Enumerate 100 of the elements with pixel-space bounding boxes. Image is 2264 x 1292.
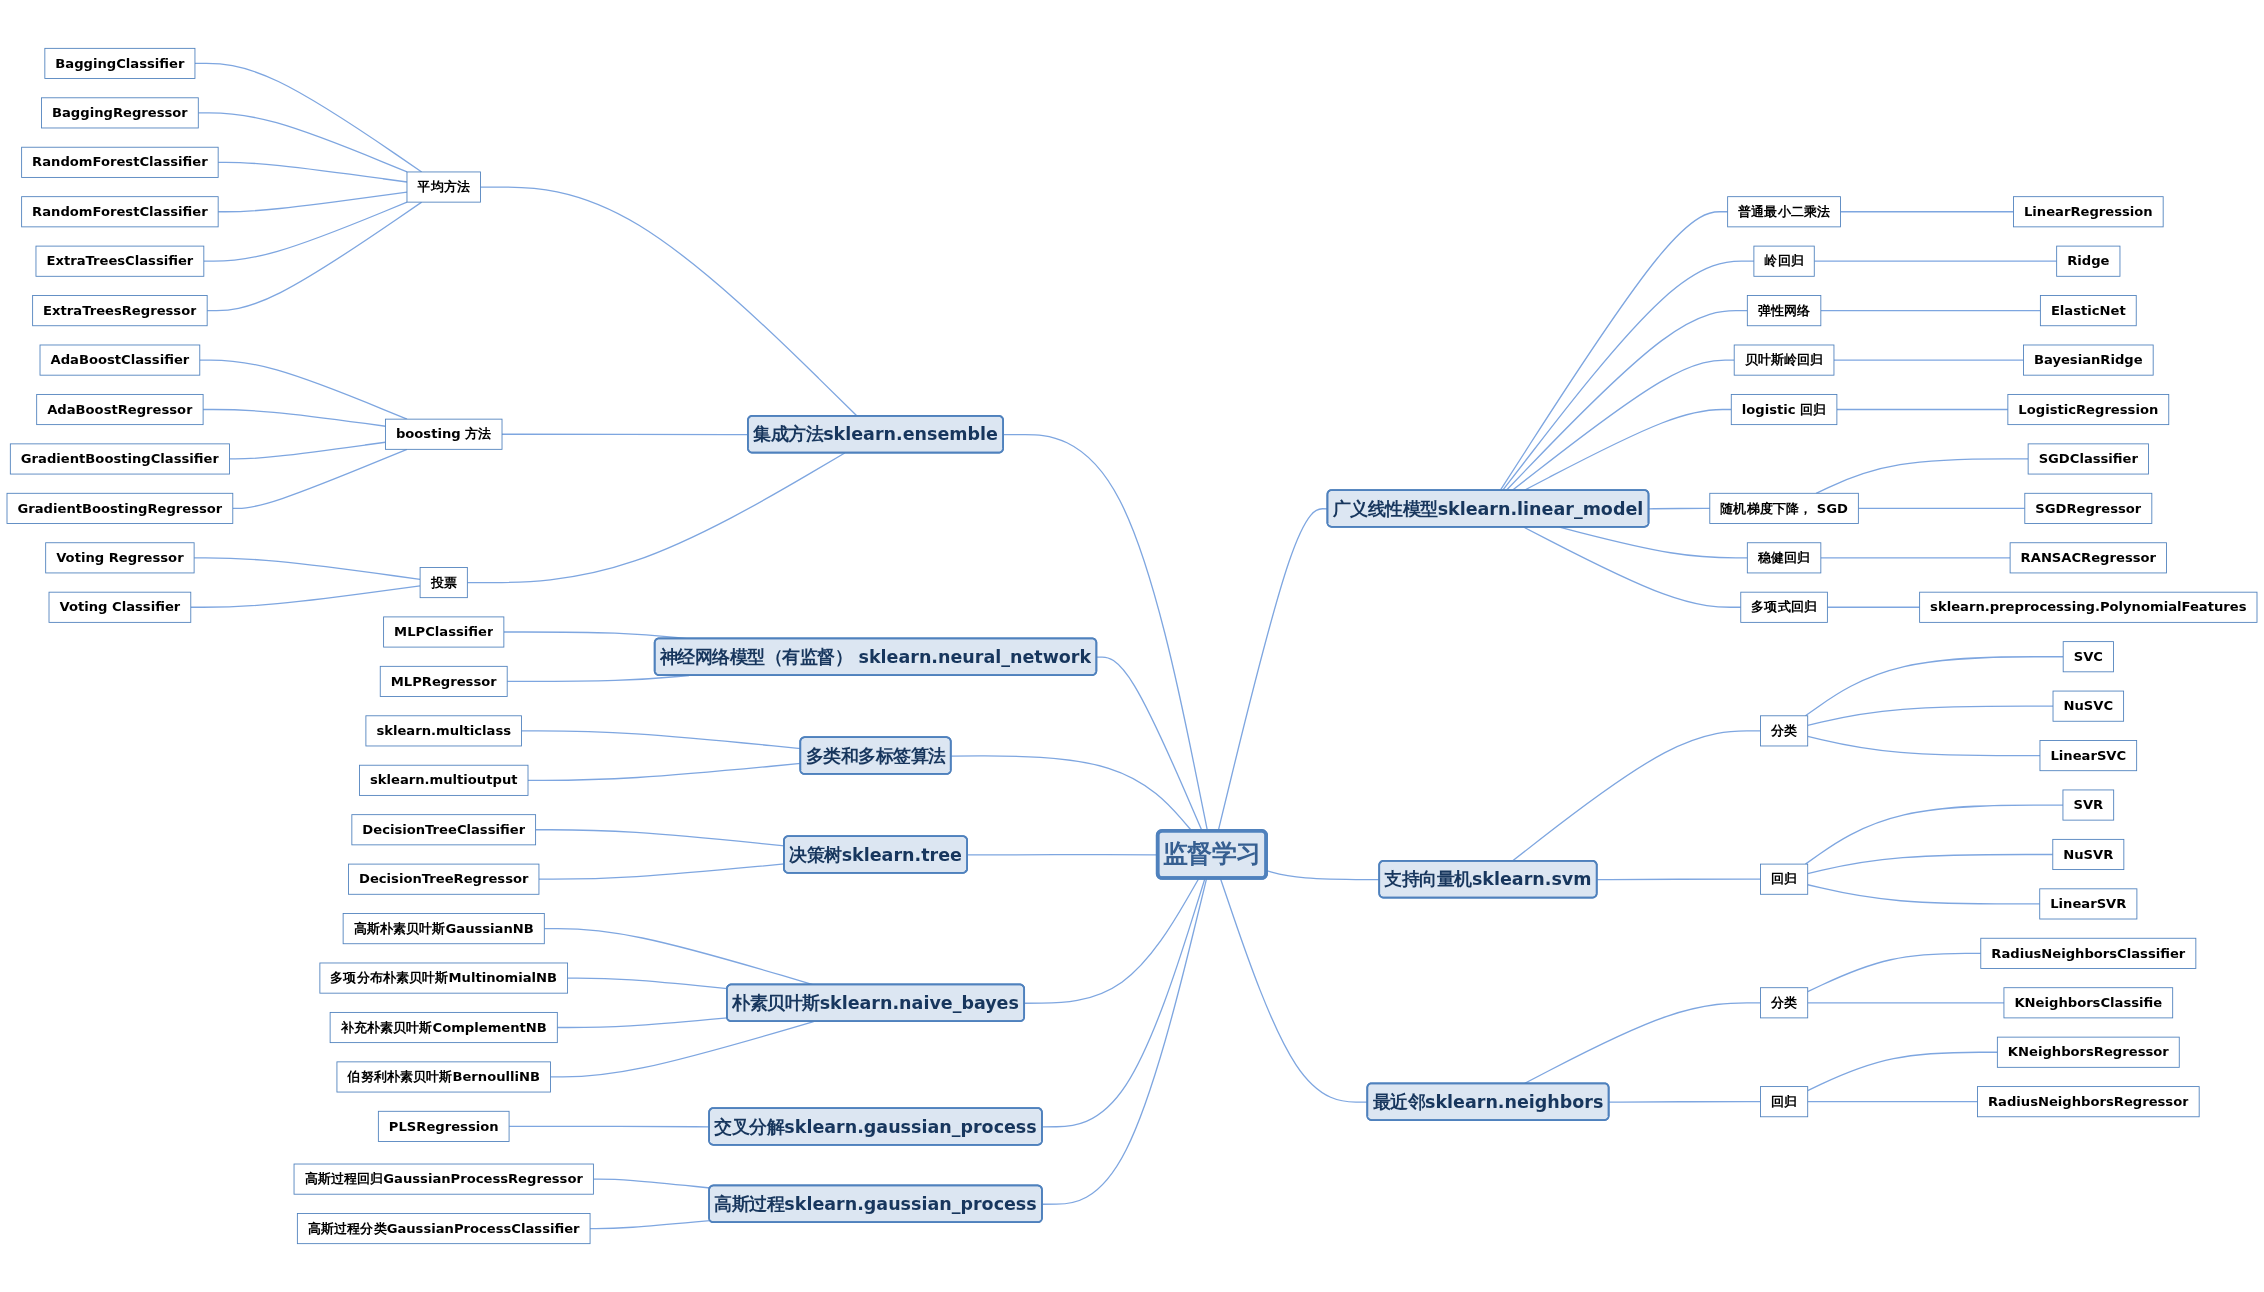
connector — [1807, 853, 2054, 875]
node-box: 伯努利朴素贝叶斯BernoulliNB — [336, 1061, 551, 1093]
node-box: AdaBoostClassifier — [39, 344, 201, 376]
connector — [199, 359, 408, 420]
connector — [1857, 507, 2026, 510]
connector — [190, 585, 421, 608]
connector — [479, 186, 858, 417]
connector — [1505, 310, 1748, 492]
node-box: RandomForestClassifier — [21, 146, 219, 178]
node-box: 分类 — [1760, 715, 1809, 747]
connector — [1804, 804, 2064, 865]
node-box: 稳健回归 — [1746, 542, 1822, 574]
node-box: sklearn.multioutput — [359, 764, 529, 796]
node-box: LinearRegression — [2013, 196, 2164, 228]
node-box: 贝叶斯岭回归 — [1733, 344, 1835, 376]
node-box: Ridge — [2056, 245, 2121, 277]
node-box: LogisticRegression — [2007, 394, 2170, 426]
connector — [206, 201, 423, 312]
node-box: ElasticNet — [2039, 295, 2137, 327]
node-box: 回归 — [1760, 863, 1809, 895]
node-box: 弹性网络 — [1746, 295, 1822, 327]
node-box: KNeighborsClassifie — [2003, 987, 2174, 1019]
connector — [466, 452, 846, 584]
connector — [1820, 557, 2011, 559]
node-box: GradientBoostingClassifier — [9, 443, 230, 475]
node-box: 平均方法 — [406, 171, 481, 203]
node-box: RandomForestClassifier — [21, 196, 219, 228]
node-box: 分类 — [1760, 987, 1809, 1019]
node-box: 补充朴素贝叶斯ComplementNB — [329, 1011, 558, 1044]
node-box: MLPClassifier — [383, 616, 505, 648]
node-box: ExtraTreesRegressor — [32, 295, 208, 327]
connector — [1501, 260, 1755, 492]
connector — [1807, 952, 1982, 993]
connector — [589, 1219, 711, 1230]
connector — [1523, 408, 1732, 492]
node-box: 岭回归 — [1753, 245, 1815, 277]
node-box: Voting Regressor — [45, 542, 195, 574]
connector — [592, 1178, 711, 1189]
node-box: 回归 — [1760, 1086, 1809, 1118]
node-box: 随机梯度下降， SGD — [1709, 492, 1859, 524]
node-box: BayesianRidge — [2023, 344, 2154, 376]
connector — [1836, 408, 2009, 411]
node-box: Voting Classifier — [48, 591, 192, 623]
connector — [194, 62, 423, 173]
node-box: ExtraTreesClassifier — [35, 245, 205, 277]
node-box: DecisionTreeClassifier — [351, 814, 537, 846]
node-box: 多项分布朴素贝叶斯MultinomialNB — [319, 962, 569, 994]
connector — [1815, 458, 2029, 494]
connector — [1807, 1051, 1998, 1092]
connector — [1596, 878, 1762, 881]
node-box: logistic 回归 — [1730, 394, 1838, 426]
connector — [1807, 705, 2054, 726]
node-box: SGDRegressor — [2024, 492, 2153, 524]
node-box: AdaBoostRegressor — [36, 394, 204, 426]
connector — [228, 441, 387, 460]
node-box: SGDClassifier — [2027, 443, 2149, 475]
connector — [1648, 507, 1711, 510]
node-box: 高斯过程回归GaussianProcessRegressor — [293, 1163, 594, 1195]
connector — [1804, 656, 2064, 717]
node-box: SVR — [2062, 789, 2115, 821]
connector — [1499, 211, 1729, 492]
node-box: SVC — [2062, 641, 2114, 673]
connector — [193, 557, 421, 580]
node-box: 高斯朴素贝叶斯GaussianNB — [342, 913, 545, 945]
node-box: KNeighborsRegressor — [1996, 1036, 2180, 1068]
connector — [1839, 211, 2015, 213]
node-box: sklearn.multiclass — [365, 715, 522, 747]
connector — [1807, 735, 2041, 757]
node-box: 多项式回归 — [1740, 591, 1828, 623]
connector — [1807, 1101, 1979, 1103]
connector — [1807, 1002, 2005, 1004]
node-box: BaggingRegressor — [41, 97, 199, 129]
node-box: sklearn.preprocessing.PolynomialFeatures — [1919, 591, 2258, 623]
node-box: PLSRegression — [377, 1110, 510, 1142]
connector — [1826, 606, 1921, 608]
node-box: 高斯过程分类GaussianProcessClassifier — [296, 1213, 591, 1245]
connector — [1807, 884, 2041, 905]
connector — [197, 112, 408, 173]
node-box: DecisionTreeRegressor — [348, 863, 540, 895]
connector — [202, 408, 387, 427]
connector — [1608, 1101, 1762, 1103]
connector — [556, 1017, 729, 1029]
connector — [1511, 730, 1762, 862]
connector — [217, 191, 408, 213]
node-box: MLPRegressor — [379, 665, 508, 697]
node-box: LinearSVR — [2039, 888, 2138, 920]
connector — [217, 161, 408, 183]
connector — [1523, 526, 1742, 608]
node-box: RadiusNeighborsClassifier — [1980, 937, 2197, 969]
node-box: GradientBoostingRegressor — [6, 492, 234, 524]
connector — [1511, 359, 1735, 492]
node-box: NuSVR — [2052, 838, 2125, 870]
node-box: boosting 方法 — [385, 418, 503, 450]
node-box: RANSACRegressor — [2009, 542, 2167, 574]
connector — [232, 448, 408, 510]
node-box: BaggingClassifier — [44, 47, 196, 79]
connector — [1820, 310, 2042, 312]
connector — [1833, 359, 2025, 361]
connector — [1813, 260, 2058, 262]
node-box: LinearSVC — [2039, 740, 2138, 772]
